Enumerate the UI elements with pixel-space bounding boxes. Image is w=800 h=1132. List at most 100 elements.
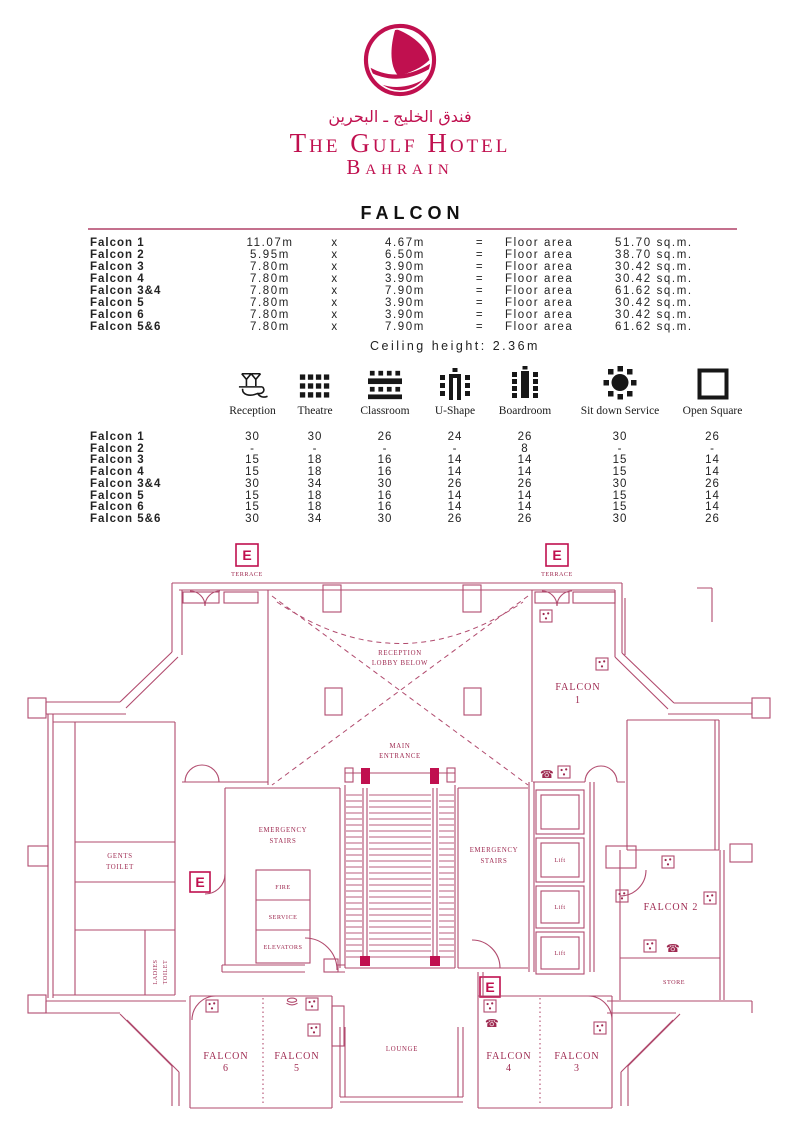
capacity-value: 30 bbox=[612, 477, 628, 490]
sit-down-service-icon bbox=[603, 366, 637, 400]
capacity-value: - bbox=[452, 442, 458, 455]
power-outlet-icon bbox=[703, 891, 717, 905]
u-shape-icon bbox=[440, 368, 470, 400]
capacity-value: 26 bbox=[517, 431, 533, 443]
hotel-logo-block: فندق الخليج ـ البحرين The Gulf Hotel Bah… bbox=[0, 14, 800, 178]
room-name: Falcon 1 bbox=[90, 237, 145, 249]
floor-area-value: 30.42 sq.m. bbox=[615, 297, 693, 309]
terrace-label-left: TERRACE bbox=[231, 571, 263, 578]
room-name: Falcon 3&4 bbox=[90, 477, 162, 490]
left-upper-room bbox=[182, 764, 268, 783]
times-sign: x bbox=[331, 321, 339, 333]
room-name: Falcon 4 bbox=[90, 273, 145, 285]
outer-walls bbox=[27, 582, 771, 1106]
capacity-value: 26 bbox=[377, 431, 393, 443]
capacity-value: 26 bbox=[447, 477, 463, 490]
svg-text:STAIRS: STAIRS bbox=[269, 838, 296, 845]
equals-sign: = bbox=[475, 273, 485, 285]
floor-area-value: 30.42 sq.m. bbox=[615, 273, 693, 285]
capacity-value: 15 bbox=[612, 454, 628, 467]
capacity-value: 16 bbox=[377, 489, 393, 502]
power-outlet-icon bbox=[205, 999, 219, 1013]
exit-sign-west: E bbox=[189, 871, 211, 893]
times-sign: x bbox=[331, 309, 339, 321]
layout-boardroom: Boardroom bbox=[490, 366, 560, 417]
theatre-icon bbox=[299, 374, 330, 398]
room-width: 11.07m bbox=[246, 237, 294, 249]
main-entrance-label: MAIN bbox=[390, 743, 411, 750]
capacity-value: 18 bbox=[307, 466, 323, 479]
room-length: 7.90m bbox=[385, 285, 425, 297]
legend-spacer bbox=[90, 366, 225, 417]
terrace-closets bbox=[182, 590, 616, 607]
capacity-value: 14 bbox=[705, 489, 720, 502]
capacity-value: 15 bbox=[245, 501, 260, 514]
floor-area-label: Floor area bbox=[505, 261, 574, 273]
floor-area-value: 61.62 sq.m. bbox=[615, 321, 693, 333]
layout-legend: Reception Theatre Classro bbox=[90, 366, 745, 417]
equals-sign: = bbox=[475, 321, 485, 333]
room-label-ladies-toilet: LADIES bbox=[152, 959, 159, 984]
page-title: FALCON bbox=[360, 203, 465, 223]
equals-sign: = bbox=[475, 297, 485, 309]
lift-label: Lift bbox=[554, 950, 565, 957]
room-name: Falcon 2 bbox=[90, 442, 145, 455]
room-name: Falcon 6 bbox=[90, 501, 145, 514]
capacity-value: 34 bbox=[307, 477, 323, 490]
capacity-value: 30 bbox=[245, 512, 260, 525]
room-name: Falcon 4 bbox=[90, 466, 145, 479]
capacity-value: 14 bbox=[705, 454, 720, 467]
capacity-value: 26 bbox=[705, 512, 720, 525]
capacity-value: 14 bbox=[705, 466, 720, 479]
capacity-value: - bbox=[250, 442, 255, 455]
room-length: 3.90m bbox=[385, 309, 425, 321]
svg-text:STAIRS: STAIRS bbox=[480, 858, 507, 865]
capacity-value: 8 bbox=[521, 442, 529, 455]
room-width: 7.80m bbox=[250, 285, 290, 297]
layout-opensquare: Open Square bbox=[680, 366, 745, 417]
capacity-value: - bbox=[312, 442, 318, 455]
capacity-value: 30 bbox=[377, 477, 393, 490]
capacity-value: - bbox=[710, 442, 715, 455]
floor-area-label: Floor area bbox=[505, 309, 574, 321]
boardroom-icon bbox=[512, 366, 538, 398]
room-label-fire: FIRE bbox=[275, 884, 290, 891]
equals-sign: = bbox=[475, 237, 485, 249]
capacity-value: 14 bbox=[447, 501, 463, 514]
room-label-service: SERVICE bbox=[269, 914, 298, 921]
room-width: 7.80m bbox=[250, 321, 290, 333]
room-length: 7.90m bbox=[385, 321, 425, 333]
capacity-value: 26 bbox=[447, 512, 463, 525]
reception-icon bbox=[238, 372, 268, 398]
floor-area-label: Floor area bbox=[505, 297, 574, 309]
power-outlet-icon bbox=[305, 997, 319, 1011]
floor-area-value: 61.62 sq.m. bbox=[615, 285, 693, 297]
lift-label: Lift bbox=[554, 904, 565, 911]
power-outlet-icon bbox=[307, 1023, 321, 1037]
terrace-label-right: TERRACE bbox=[541, 571, 573, 578]
room-name: Falcon 6 bbox=[90, 309, 145, 321]
power-outlet-icon bbox=[593, 1021, 607, 1035]
room-label-falcon-5: FALCON bbox=[274, 1051, 319, 1062]
classroom-icon bbox=[368, 370, 402, 400]
layout-label-opensquare: Open Square bbox=[682, 405, 743, 417]
capacity-value: 26 bbox=[517, 477, 533, 490]
hotel-location: Bahrain bbox=[346, 155, 454, 179]
layout-label-theatre: Theatre bbox=[297, 405, 333, 417]
capacity-value: 15 bbox=[612, 489, 628, 502]
svg-text:E: E bbox=[242, 547, 251, 563]
capacity-value: 15 bbox=[245, 466, 260, 479]
layout-label-ushape: U-Shape bbox=[434, 405, 476, 417]
times-sign: x bbox=[331, 261, 339, 273]
power-outlet-icon bbox=[595, 657, 609, 671]
equals-sign: = bbox=[475, 285, 485, 297]
